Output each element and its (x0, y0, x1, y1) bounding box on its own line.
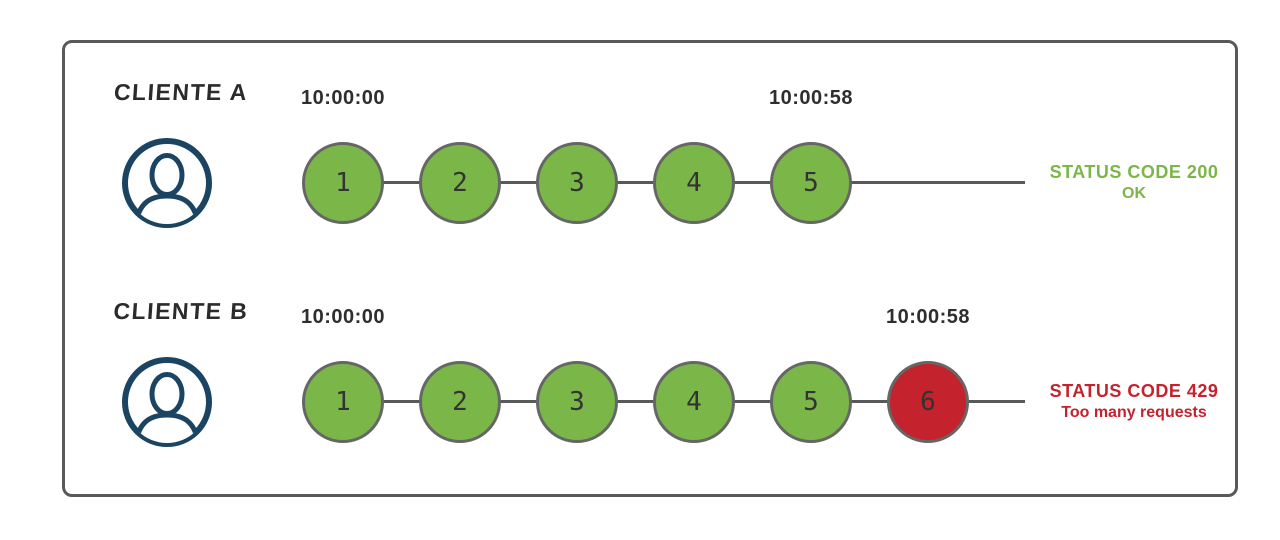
request-circle: 3 (536, 361, 618, 443)
request-circle: 6 (887, 361, 969, 443)
status-code-text: STATUS CODE 200 (1049, 162, 1219, 182)
request-circle: 2 (419, 142, 501, 224)
user-avatar-icon (122, 357, 212, 447)
request-circle: 4 (653, 361, 735, 443)
request-circle: 5 (770, 361, 852, 443)
request-circle: 3 (536, 142, 618, 224)
client-label: CLIENTE B (112, 298, 250, 324)
user-avatar-icon (122, 138, 212, 228)
request-circle: 1 (302, 361, 384, 443)
start-timestamp: 10:00:00 (300, 87, 386, 109)
request-circle: 1 (302, 142, 384, 224)
status-message-text: OK (1122, 185, 1146, 202)
status-block: STATUS CODE 200 OK (1028, 161, 1240, 205)
request-circle: 5 (770, 142, 852, 224)
end-timestamp: 10:00:58 (768, 87, 854, 109)
end-timestamp: 10:00:58 (885, 306, 971, 328)
status-block: STATUS CODE 429 Too many requests (1028, 380, 1240, 424)
client-label: CLIENTE A (113, 79, 249, 105)
status-message-text: Too many requests (1061, 404, 1207, 421)
request-circle: 4 (653, 142, 735, 224)
start-timestamp: 10:00:00 (300, 306, 386, 328)
request-circle: 2 (419, 361, 501, 443)
status-code-text: STATUS CODE 429 (1049, 381, 1219, 401)
